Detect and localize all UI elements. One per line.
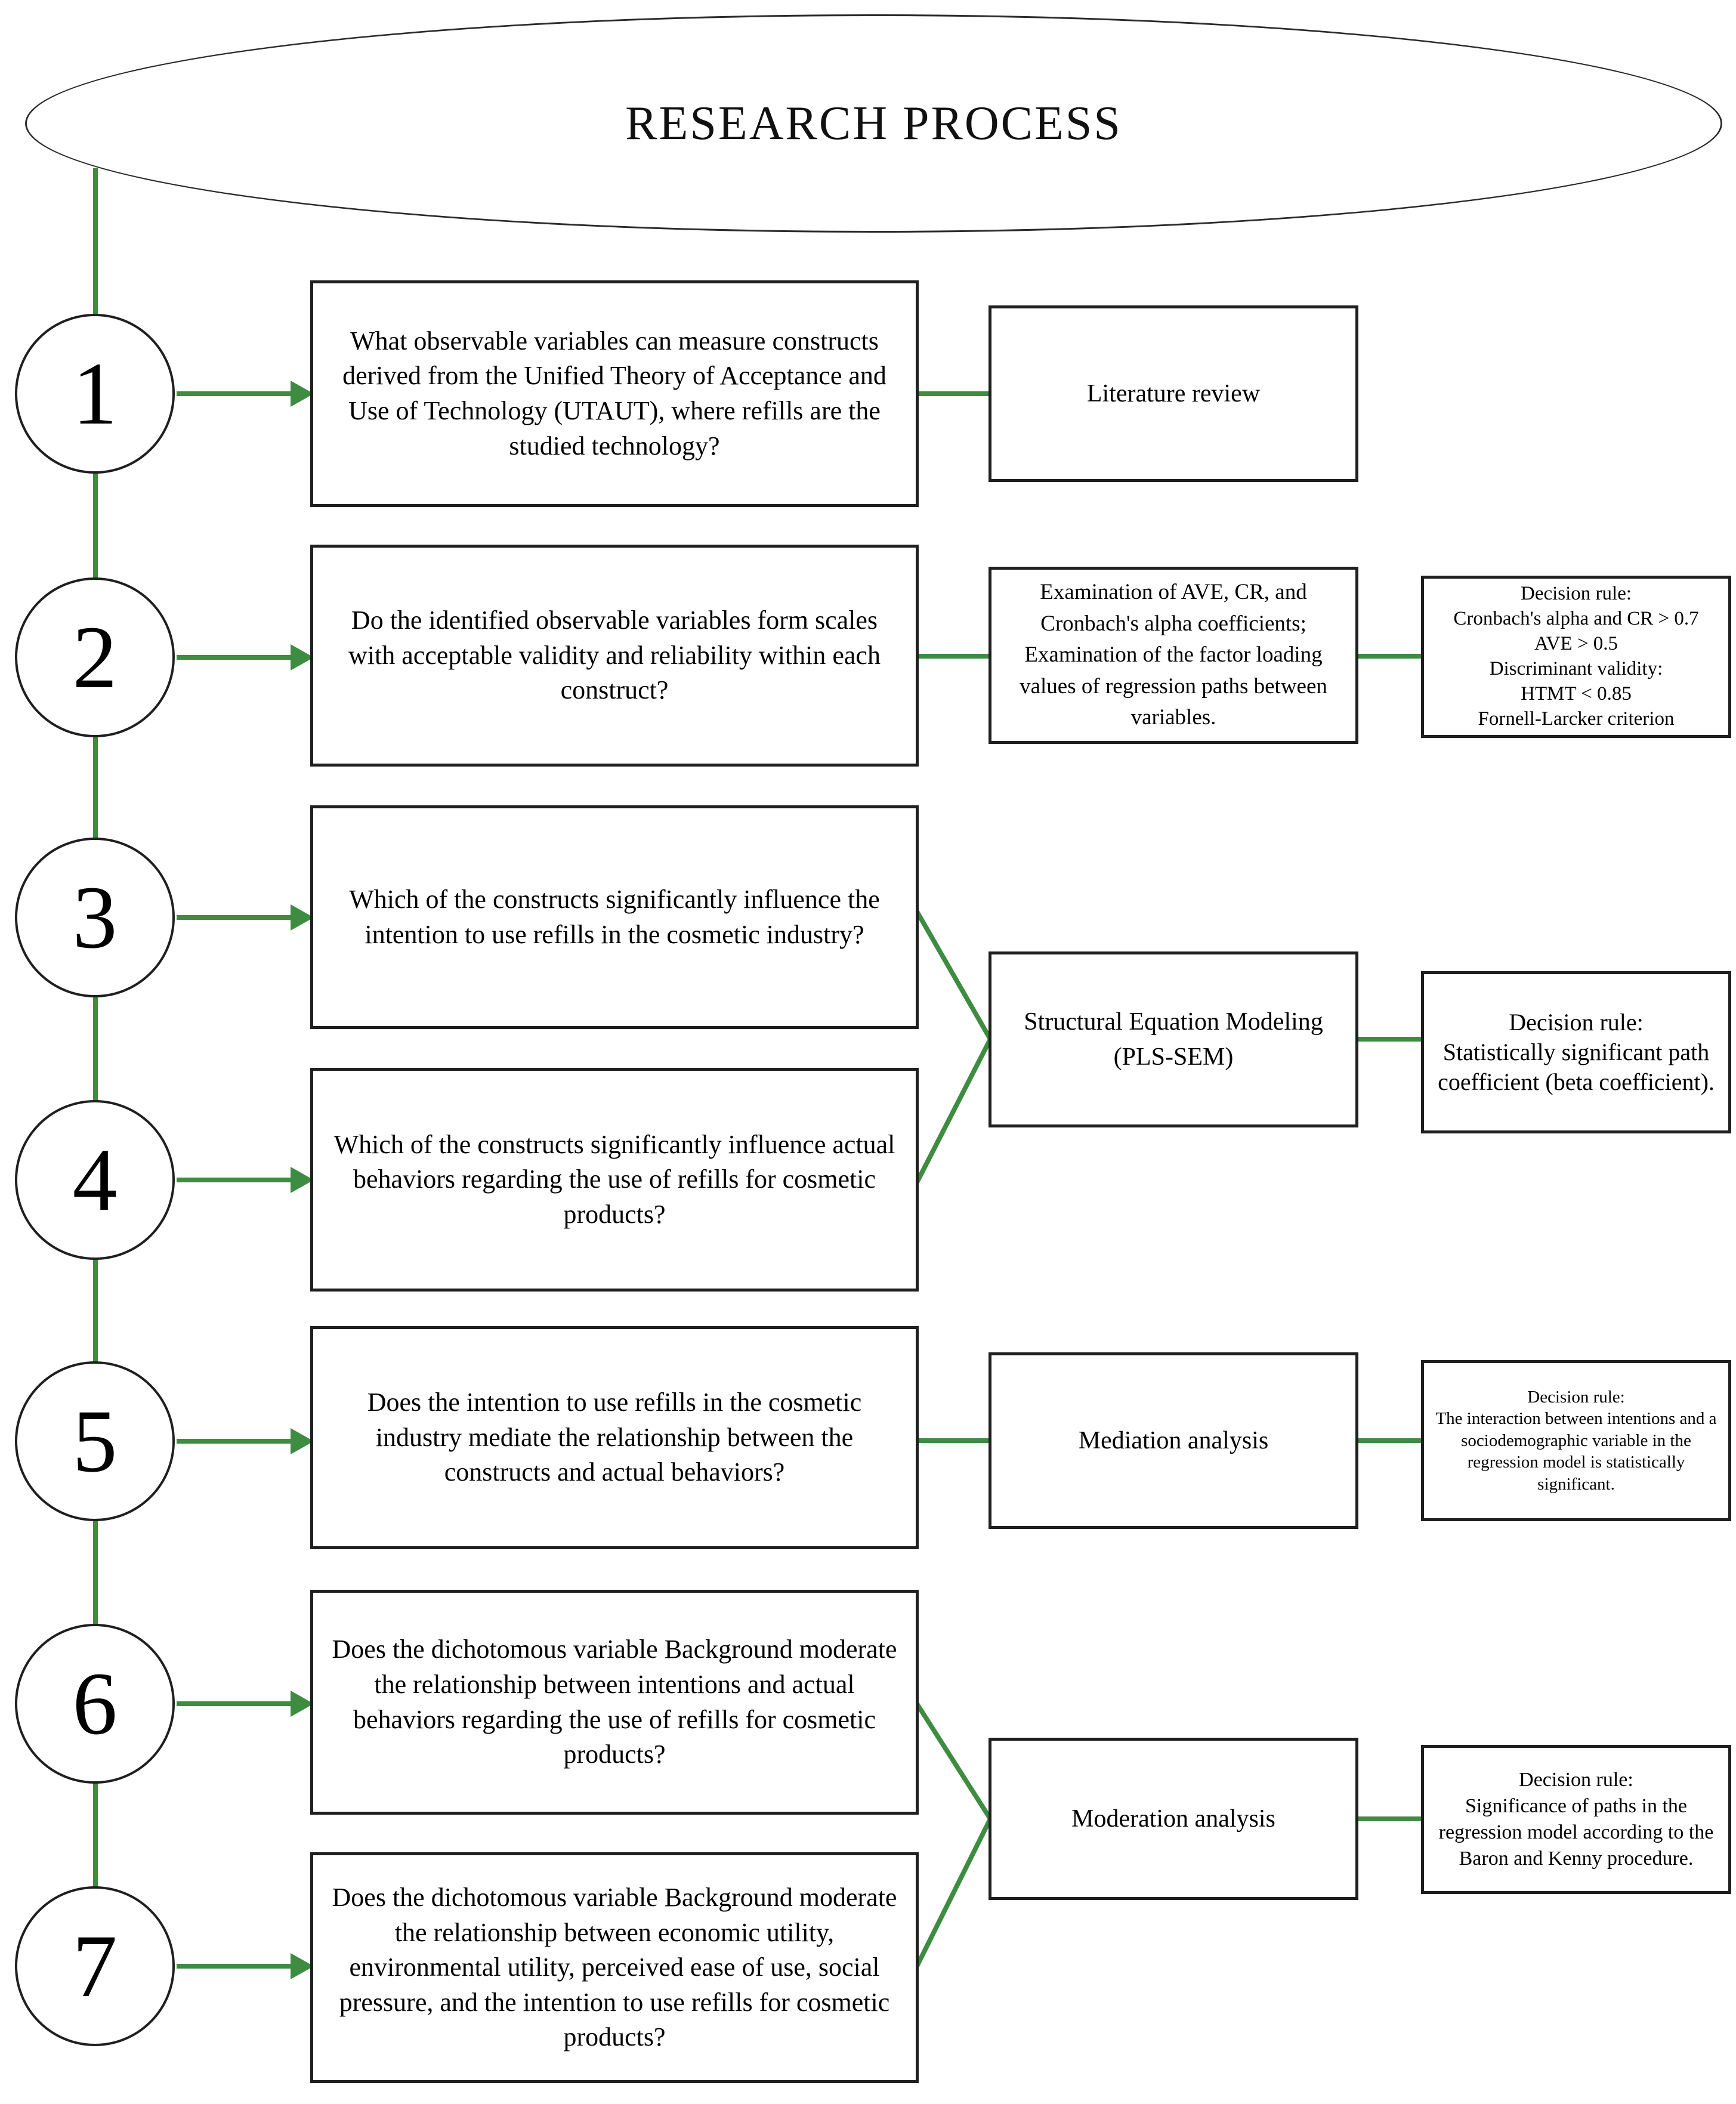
- decision-rule-box-sem: Decision rule: Statistically significant…: [1421, 971, 1731, 1133]
- arrow-right-icon: [291, 1691, 314, 1717]
- decision-rule-title: Decision rule:: [1519, 1768, 1633, 1791]
- step-number: 5: [72, 1392, 118, 1491]
- arrow-right-icon: [291, 381, 314, 407]
- decision-rule-title: Decision rule:: [1520, 583, 1632, 605]
- decision-rule-body: The interaction between intentions and a…: [1435, 1409, 1717, 1494]
- question-text: Which of the constructs significantly in…: [333, 1129, 895, 1229]
- decision-rule-title: Decision rule:: [1509, 1009, 1644, 1036]
- question-box-1: What observable variables can measure co…: [310, 280, 919, 507]
- method-box-measurement-validation: Examination of AVE, CR, and Cronbach's a…: [989, 567, 1358, 744]
- step-number: 4: [72, 1130, 118, 1229]
- step-number: 6: [72, 1654, 118, 1753]
- arrow-right-icon: [291, 904, 314, 931]
- step-circle-1: 1: [15, 314, 175, 474]
- decision-rule-box-moderation: Decision rule: Significance of paths in …: [1421, 1745, 1731, 1894]
- arrowhead-icons: [291, 381, 314, 1979]
- method-label: Mediation analysis: [1078, 1426, 1269, 1454]
- method-label: Structural Equation Modeling (PLS-SEM): [1024, 1008, 1323, 1071]
- question-box-7: Does the dichotomous variable Background…: [310, 1852, 919, 2083]
- question-box-3: Which of the constructs significantly in…: [310, 805, 919, 1029]
- question-box-2: Do the identified observable variables f…: [310, 545, 919, 767]
- arrow-right-icon: [291, 1167, 314, 1193]
- step-circle-3: 3: [15, 838, 175, 997]
- arrow-right-icon: [291, 1428, 314, 1454]
- step-circle-5: 5: [15, 1361, 175, 1521]
- question-box-6: Does the dichotomous variable Background…: [310, 1590, 919, 1815]
- method-box-mediation-analysis: Mediation analysis: [989, 1352, 1358, 1529]
- decision-rule-line: Cronbach's alpha and CR > 0.7: [1453, 608, 1699, 630]
- decision-rule-line: AVE > 0.5: [1534, 633, 1618, 655]
- method-label: Literature review: [1086, 379, 1261, 407]
- step-circle-4: 4: [15, 1100, 175, 1260]
- question-box-4: Which of the constructs significantly in…: [310, 1068, 919, 1292]
- decision-rule-line: Discriminant validity:: [1489, 658, 1663, 679]
- step-number: 2: [72, 608, 118, 707]
- step-circle-2: 2: [15, 577, 175, 737]
- method-label: Moderation analysis: [1071, 1805, 1275, 1833]
- decision-rule-title: Decision rule:: [1527, 1387, 1625, 1407]
- arrow-right-icon: [291, 1953, 314, 1979]
- step-number: 3: [72, 868, 118, 967]
- question-box-5: Does the intention to use refills in the…: [310, 1326, 919, 1549]
- method-box-moderation-analysis: Moderation analysis: [989, 1738, 1358, 1900]
- question-text: Does the dichotomous variable Background…: [332, 1635, 897, 1769]
- arrow-right-icon: [291, 644, 314, 671]
- decision-rule-line: HTMT < 0.85: [1521, 682, 1632, 705]
- decision-rule-box-validity: Decision rule: Cronbach's alpha and CR >…: [1421, 576, 1731, 738]
- step-number: 7: [72, 1917, 118, 2016]
- page-title: RESEARCH PROCESS: [625, 97, 1122, 150]
- question-text: Does the dichotomous variable Background…: [332, 1883, 897, 2052]
- decision-rule-body: Statistically significant path coefficie…: [1438, 1039, 1715, 1095]
- question-text: Which of the constructs significantly in…: [349, 884, 880, 949]
- question-text: Do the identified observable variables f…: [348, 605, 881, 705]
- question-text: What observable variables can measure co…: [342, 326, 886, 461]
- question-text: Does the intention to use refills in the…: [367, 1388, 862, 1487]
- research-process-ellipse: RESEARCH PROCESS: [25, 14, 1722, 233]
- step-circle-7: 7: [15, 1886, 175, 2046]
- method-box-pls-sem: Structural Equation Modeling (PLS-SEM): [989, 951, 1358, 1127]
- decision-rule-body: Significance of paths in the regression …: [1438, 1794, 1714, 1870]
- step-circle-6: 6: [15, 1624, 175, 1784]
- step-number: 1: [72, 344, 118, 443]
- decision-rule-box-mediation: Decision rule: The interaction between i…: [1421, 1360, 1731, 1521]
- method-box-literature-review: Literature review: [989, 305, 1358, 482]
- method-label: Examination of AVE, CR, and Cronbach's a…: [1020, 580, 1327, 730]
- decision-rule-line: Fornell-Larcker criterion: [1478, 707, 1675, 730]
